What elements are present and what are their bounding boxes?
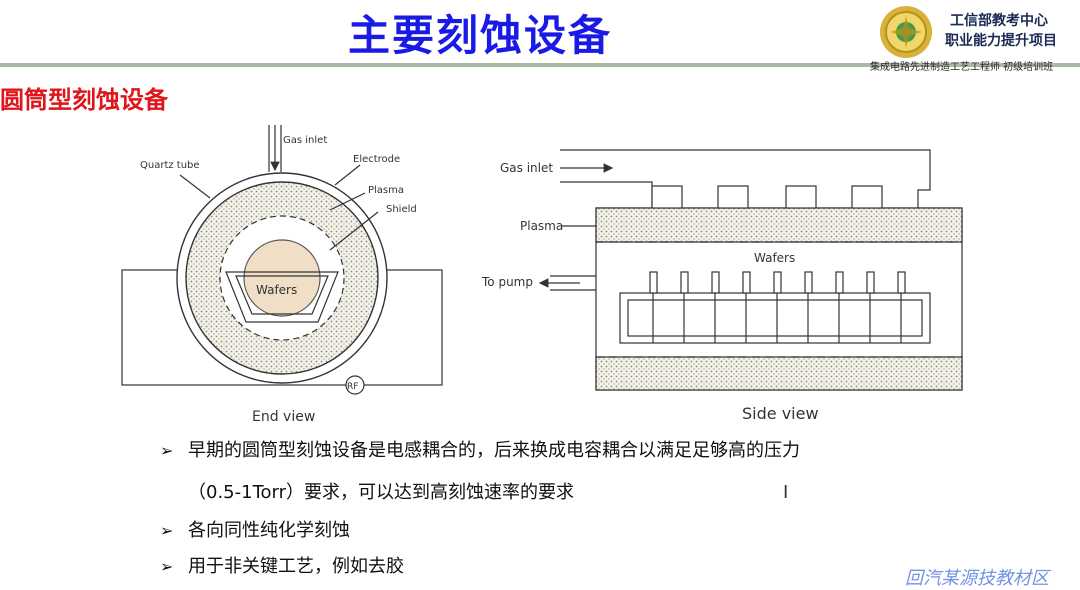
wafer-disc — [243, 239, 321, 317]
wafer-boat-side — [619, 292, 931, 344]
end-view-caption: End view — [252, 409, 315, 425]
side-plasma-label: Plasma — [520, 219, 563, 233]
end-shield-label: Shield — [386, 204, 417, 215]
bullet-arrow-icon: ➢ — [160, 441, 174, 460]
end-gas-inlet-label: Gas inlet — [283, 135, 327, 146]
bullet-text: 早期的圆筒型刻蚀设备是电感耦合的，后来换成电容耦合以满足足够高的压力 — [188, 440, 800, 461]
org-name-line2: 职业能力提升项目 — [945, 33, 1057, 49]
org-name-line1: 工信部教考中心 — [950, 13, 1048, 29]
etcher-diagram: Gas inlet Quartz tube Electrode Plasma S… — [121, 125, 963, 425]
side-to-pump-label: To pump — [481, 275, 533, 289]
end-plasma-label: Plasma — [368, 185, 404, 196]
wafer-boat — [225, 271, 339, 323]
wafer-slots — [649, 271, 906, 343]
bullet-item: ➢ 用于非关键工艺，例如去胶 — [160, 552, 404, 578]
text-cursor-icon: I — [783, 482, 789, 503]
bullet-text: 各向同性纯化学刻蚀 — [188, 520, 350, 541]
side-view-caption: Side view — [742, 404, 819, 423]
watermark: 回汽某源技教材区 — [905, 568, 1049, 589]
bullet-item: ➢ 早期的圆筒型刻蚀设备是电感耦合的，后来换成电容耦合以满足足够高的压力 — [160, 436, 800, 462]
end-wafers-label: Wafers — [256, 283, 297, 297]
end-rf-label: RF — [347, 382, 358, 392]
side-view — [538, 149, 963, 391]
gas-manifold — [560, 149, 931, 208]
emblem-logo-icon — [880, 6, 932, 58]
section-title: 圆筒型刻蚀设备 — [0, 86, 168, 114]
end-electrode-label: Electrode — [353, 154, 400, 165]
bullet-item: ➢ 各向同性纯化学刻蚀 — [160, 516, 350, 542]
course-name: 集成电路先进制造工艺工程师 初级培训班 — [870, 62, 1054, 73]
rf-source-icon — [345, 375, 365, 395]
header-rule — [0, 63, 1080, 67]
bullet-continuation: （0.5-1Torr）要求，可以达到高刻蚀速率的要求 — [188, 482, 575, 503]
bullet-text: 用于非关键工艺，例如去胶 — [188, 556, 404, 577]
slide-title: 主要刻蚀设备 — [347, 11, 612, 60]
bullet-arrow-icon: ➢ — [160, 521, 174, 540]
side-gas-inlet-label: Gas inlet — [500, 161, 553, 175]
end-view — [121, 125, 443, 395]
side-wafers-label: Wafers — [754, 251, 795, 265]
end-quartz-label: Quartz tube — [140, 160, 200, 171]
bullet-arrow-icon: ➢ — [160, 557, 174, 576]
